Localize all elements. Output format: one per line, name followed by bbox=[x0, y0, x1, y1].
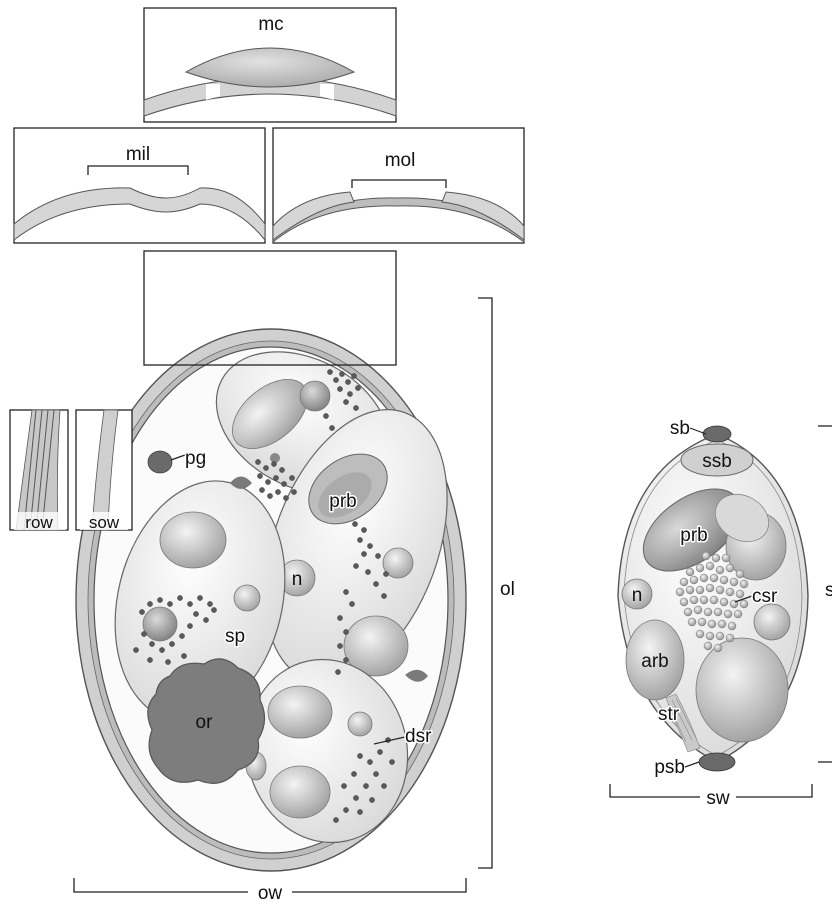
label-sw: sw bbox=[706, 788, 730, 809]
micropyle-inner-layer-inset: mil bbox=[14, 128, 265, 243]
polar-granule bbox=[148, 451, 172, 473]
label-ow: ow bbox=[258, 883, 283, 904]
label-n: n bbox=[292, 569, 303, 590]
label-sl: s bbox=[825, 580, 832, 601]
oocyst: pg prb n sp or dsr bbox=[76, 251, 482, 871]
label-or: or bbox=[196, 712, 214, 733]
label-row: row bbox=[25, 513, 53, 532]
wall-insets: row sow bbox=[10, 410, 132, 532]
label-n-sporocyst: n bbox=[632, 585, 643, 606]
label-mol: mol bbox=[385, 150, 416, 171]
oocyst-length-bracket bbox=[478, 298, 492, 868]
label-sp: sp bbox=[225, 626, 245, 647]
label-ol: ol bbox=[500, 579, 515, 600]
micropyle-cap-inset: mc bbox=[144, 8, 396, 122]
sporocyst-detail: sb ssb prb n csr arb str psb bbox=[618, 418, 808, 778]
label-csr: csr bbox=[752, 586, 778, 607]
label-arb: arb bbox=[641, 651, 668, 672]
label-prb: prb bbox=[329, 491, 356, 512]
para-stieda-body bbox=[699, 753, 735, 771]
label-sow: sow bbox=[89, 513, 120, 532]
label-psb: psb bbox=[654, 757, 685, 778]
label-sb: sb bbox=[670, 418, 690, 439]
label-str: str bbox=[658, 704, 680, 725]
label-dsr: dsr bbox=[405, 726, 432, 747]
label-mil: mil bbox=[126, 144, 150, 165]
micropyle-outer-layer-inset: mol bbox=[273, 128, 524, 243]
label-mc: mc bbox=[258, 14, 283, 35]
label-pg: pg bbox=[185, 448, 206, 469]
label-ssb: ssb bbox=[702, 451, 732, 472]
stieda-body bbox=[703, 426, 731, 442]
label-prb-sporocyst: prb bbox=[680, 525, 707, 546]
